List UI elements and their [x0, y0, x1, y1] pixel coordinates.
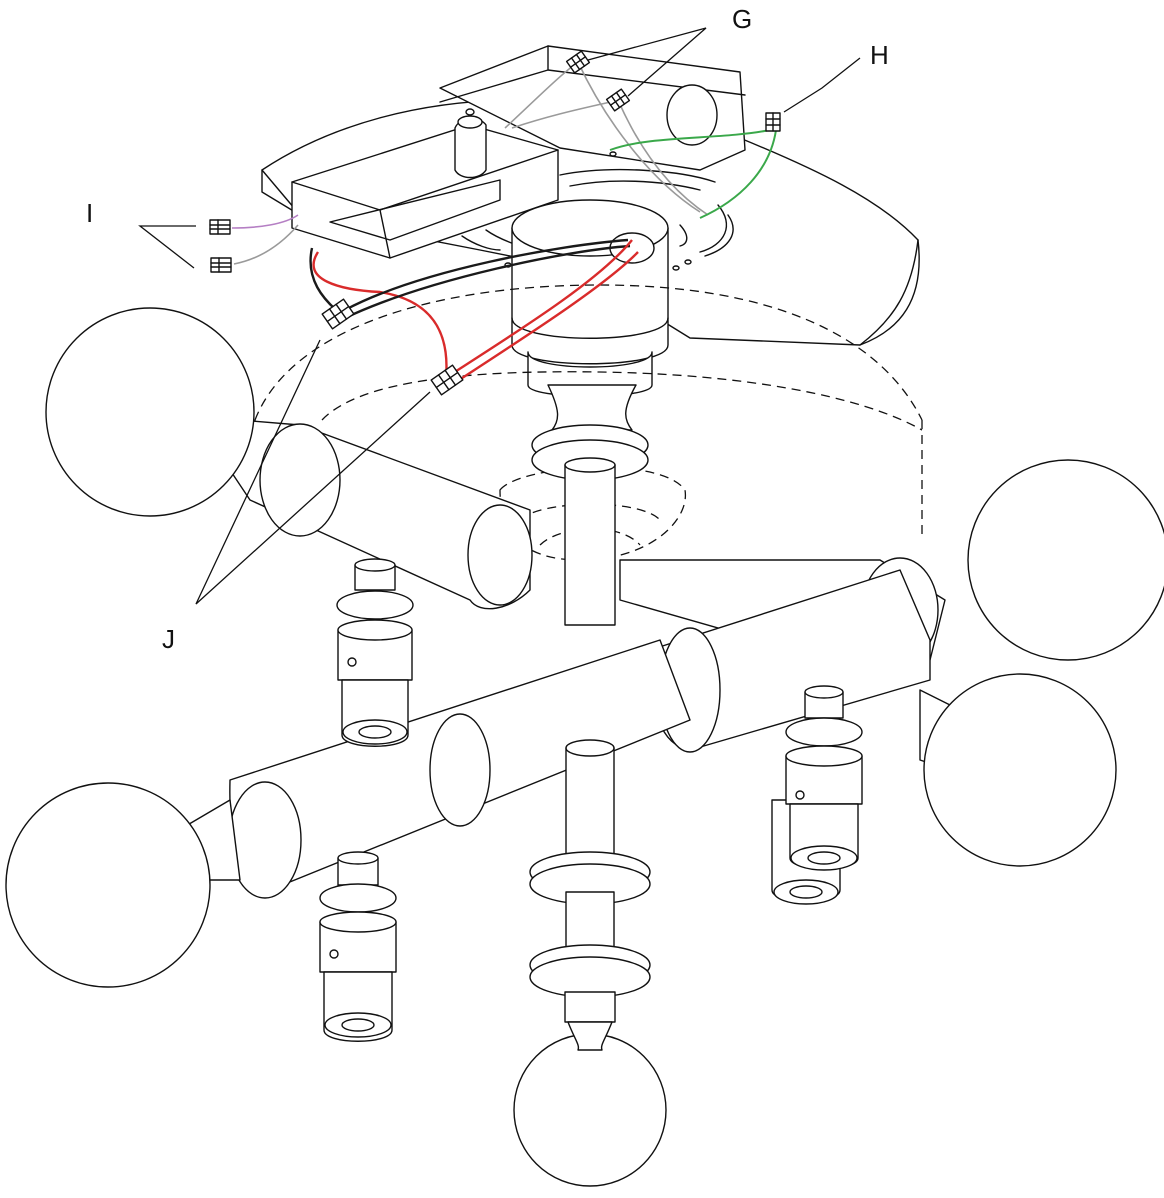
leader-h — [783, 57, 861, 113]
connector-i1 — [209, 219, 231, 235]
leader-g — [587, 27, 707, 97]
canopy — [511, 199, 669, 397]
center-stem-lower — [529, 739, 651, 1051]
connector-j1 — [321, 298, 355, 330]
callout-leaders — [138, 27, 861, 605]
callout-i-label: I — [86, 198, 93, 228]
globe-right — [923, 673, 1117, 867]
arm-back-left — [229, 419, 533, 610]
connector-j2 — [430, 364, 464, 396]
callout-j-label: J — [162, 624, 175, 654]
lamp-socket-left — [336, 558, 414, 747]
globe-back-right — [967, 459, 1164, 661]
leader-j — [195, 339, 431, 605]
connector-i2 — [210, 257, 232, 273]
globe-shades — [5, 307, 1164, 1187]
plate-slots — [461, 168, 734, 271]
lamp-socket-front — [319, 851, 397, 1042]
wires — [231, 61, 777, 384]
lamp-socket-right — [785, 685, 863, 871]
globe-front-left — [5, 782, 211, 988]
callout-g-label: G — [732, 4, 752, 34]
center-stem — [531, 384, 649, 626]
globe-bottom — [513, 1033, 667, 1187]
connector-h — [765, 112, 781, 132]
driver-box — [291, 108, 559, 259]
leader-i — [138, 225, 196, 269]
wire-connectors — [209, 50, 781, 396]
globe-back-left — [45, 307, 255, 517]
callout-h-label: H — [870, 40, 889, 70]
connector-g2 — [605, 88, 631, 112]
connector-g1 — [565, 50, 591, 74]
arm-front-left — [158, 639, 691, 899]
